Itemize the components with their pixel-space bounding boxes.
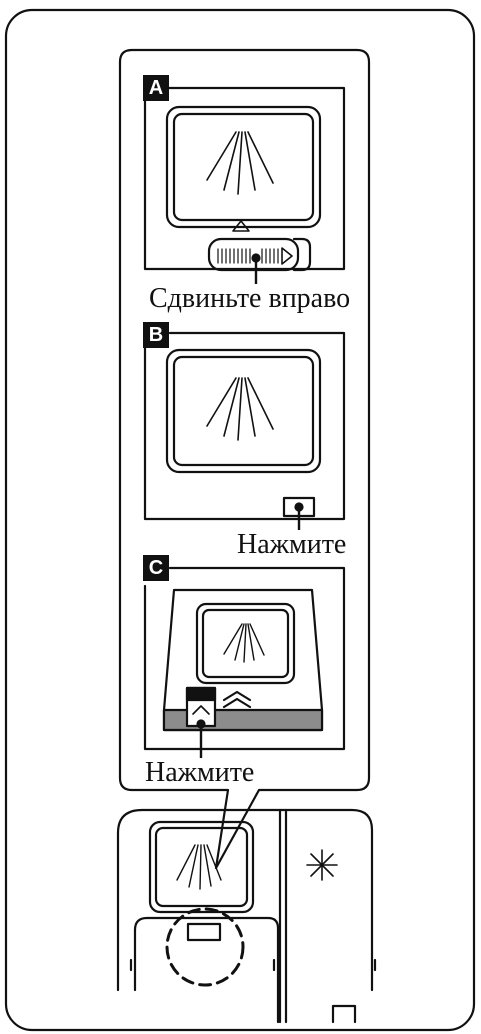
panel-a-frame (143, 86, 346, 271)
up-triangle-icon (192, 705, 210, 715)
slide-switch-ridges (217, 248, 279, 264)
panel-a-window-outer (165, 105, 322, 229)
dispenser-device (116, 808, 377, 1024)
panel-c-lid-top (185, 686, 217, 702)
device-button (186, 922, 222, 942)
device-lower-panel (133, 916, 280, 1024)
spray-icon (223, 623, 265, 663)
up-triangle-icon (232, 220, 250, 232)
panel-c-frame (143, 566, 346, 751)
device-window-inner (154, 826, 249, 908)
panel-c-window-outer (195, 602, 296, 685)
panel-b (143, 331, 346, 534)
panel-b-caption: Нажмите (235, 529, 349, 560)
slide-switch (207, 237, 300, 272)
panel-c-window-inner (201, 608, 290, 679)
callout-bubble (118, 48, 371, 870)
panel-b-frame (143, 331, 346, 521)
panel-a-leader-dot (251, 253, 261, 263)
slide-arrow-icon (281, 247, 293, 265)
device-foot (331, 1004, 357, 1024)
panel-b-window-outer (165, 348, 322, 474)
panel-c-letter: C (143, 555, 169, 581)
spray-icon (206, 131, 274, 195)
slide-switch-tail (292, 237, 312, 272)
panel-c-caption: Нажмите (143, 757, 257, 788)
panel-b-letter: B (143, 322, 169, 348)
panel-a-letter: A (143, 75, 169, 101)
panel-a-window-inner (172, 112, 315, 222)
panel-c (143, 566, 346, 762)
panel-b-leader-dot (294, 502, 304, 512)
device-window-outer (148, 820, 255, 914)
outer-frame (4, 8, 476, 1032)
spray-icon (206, 377, 274, 441)
panel-a-caption: Сдвиньте вправо (147, 283, 353, 314)
highlight-dashed-circle (165, 907, 245, 987)
double-chevron-icon (222, 690, 252, 709)
device-body (116, 808, 374, 992)
sparkle-icon (306, 849, 338, 881)
panel-a (143, 86, 346, 290)
panel-c-leader-dot (196, 719, 206, 729)
spray-icon (176, 844, 222, 890)
panel-b-window-inner (172, 355, 315, 467)
